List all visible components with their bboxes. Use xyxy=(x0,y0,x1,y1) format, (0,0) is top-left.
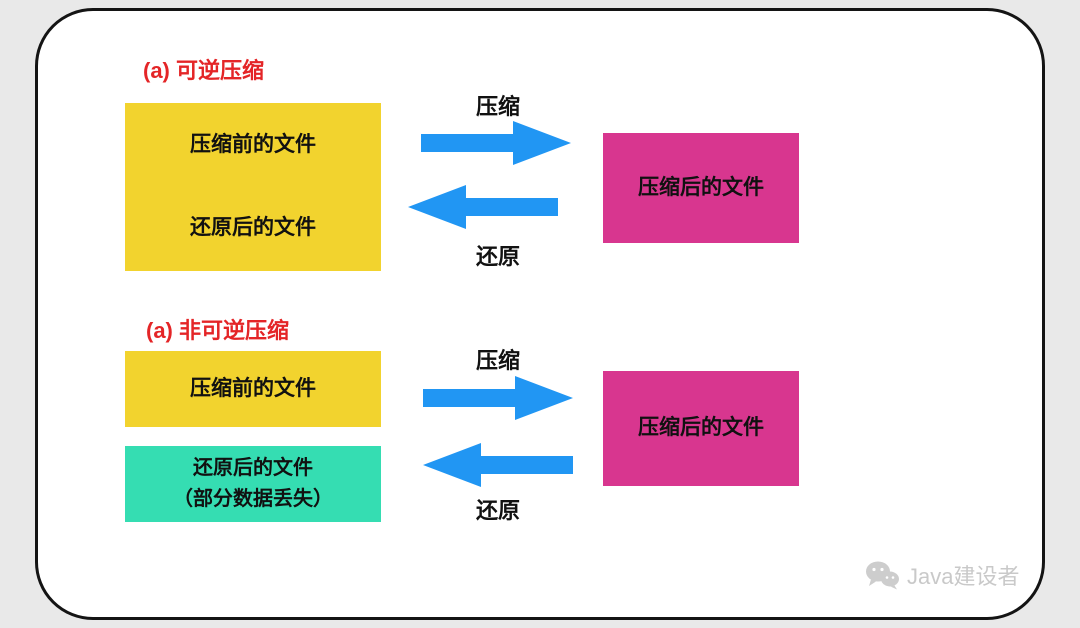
wechat-icon xyxy=(865,560,899,590)
watermark: Java建设者 xyxy=(865,559,1019,591)
section2-compress-label: 压缩 xyxy=(475,348,520,373)
section1-before-box-line2: 还原后的文件 xyxy=(190,216,316,240)
section2-after-box-label: 压缩后的文件 xyxy=(638,416,764,440)
section1-restore-arrow-icon xyxy=(408,185,558,229)
section2-before-box: 压缩前的文件 xyxy=(125,351,381,427)
watermark-text: Java建设者 xyxy=(907,564,1020,589)
section1-compress-arrow-icon xyxy=(421,121,571,165)
section2-restored-box-line2: （部分数据丢失） xyxy=(173,488,333,510)
section2-label: (a) 非可逆压缩 xyxy=(146,318,290,343)
section1-before-box: 压缩前的文件 还原后的文件 xyxy=(125,103,381,271)
section1-after-box-label: 压缩后的文件 xyxy=(638,175,764,199)
section1-before-box-line1: 压缩前的文件 xyxy=(190,133,316,156)
section2-restore-label: 还原 xyxy=(475,498,520,523)
section1-compress-label: 压缩 xyxy=(475,94,520,119)
diagram-canvas: (a) 可逆压缩 压缩前的文件 还原后的文件 压缩 还原 压缩后的文件 (a) … xyxy=(35,8,1045,620)
section1-label: (a) 可逆压缩 xyxy=(143,58,265,83)
section2-restored-box-line1: 还原后的文件 xyxy=(193,457,313,479)
section2-before-box-label: 压缩前的文件 xyxy=(190,376,316,400)
section2-restore-arrow-icon xyxy=(423,443,573,487)
section2-compress-arrow-icon xyxy=(423,376,573,420)
section2-restored-box: 还原后的文件 （部分数据丢失） xyxy=(125,446,381,522)
section1-after-box: 压缩后的文件 xyxy=(603,133,799,243)
section1-restore-label: 还原 xyxy=(475,244,520,269)
section2-after-box: 压缩后的文件 xyxy=(603,371,799,486)
